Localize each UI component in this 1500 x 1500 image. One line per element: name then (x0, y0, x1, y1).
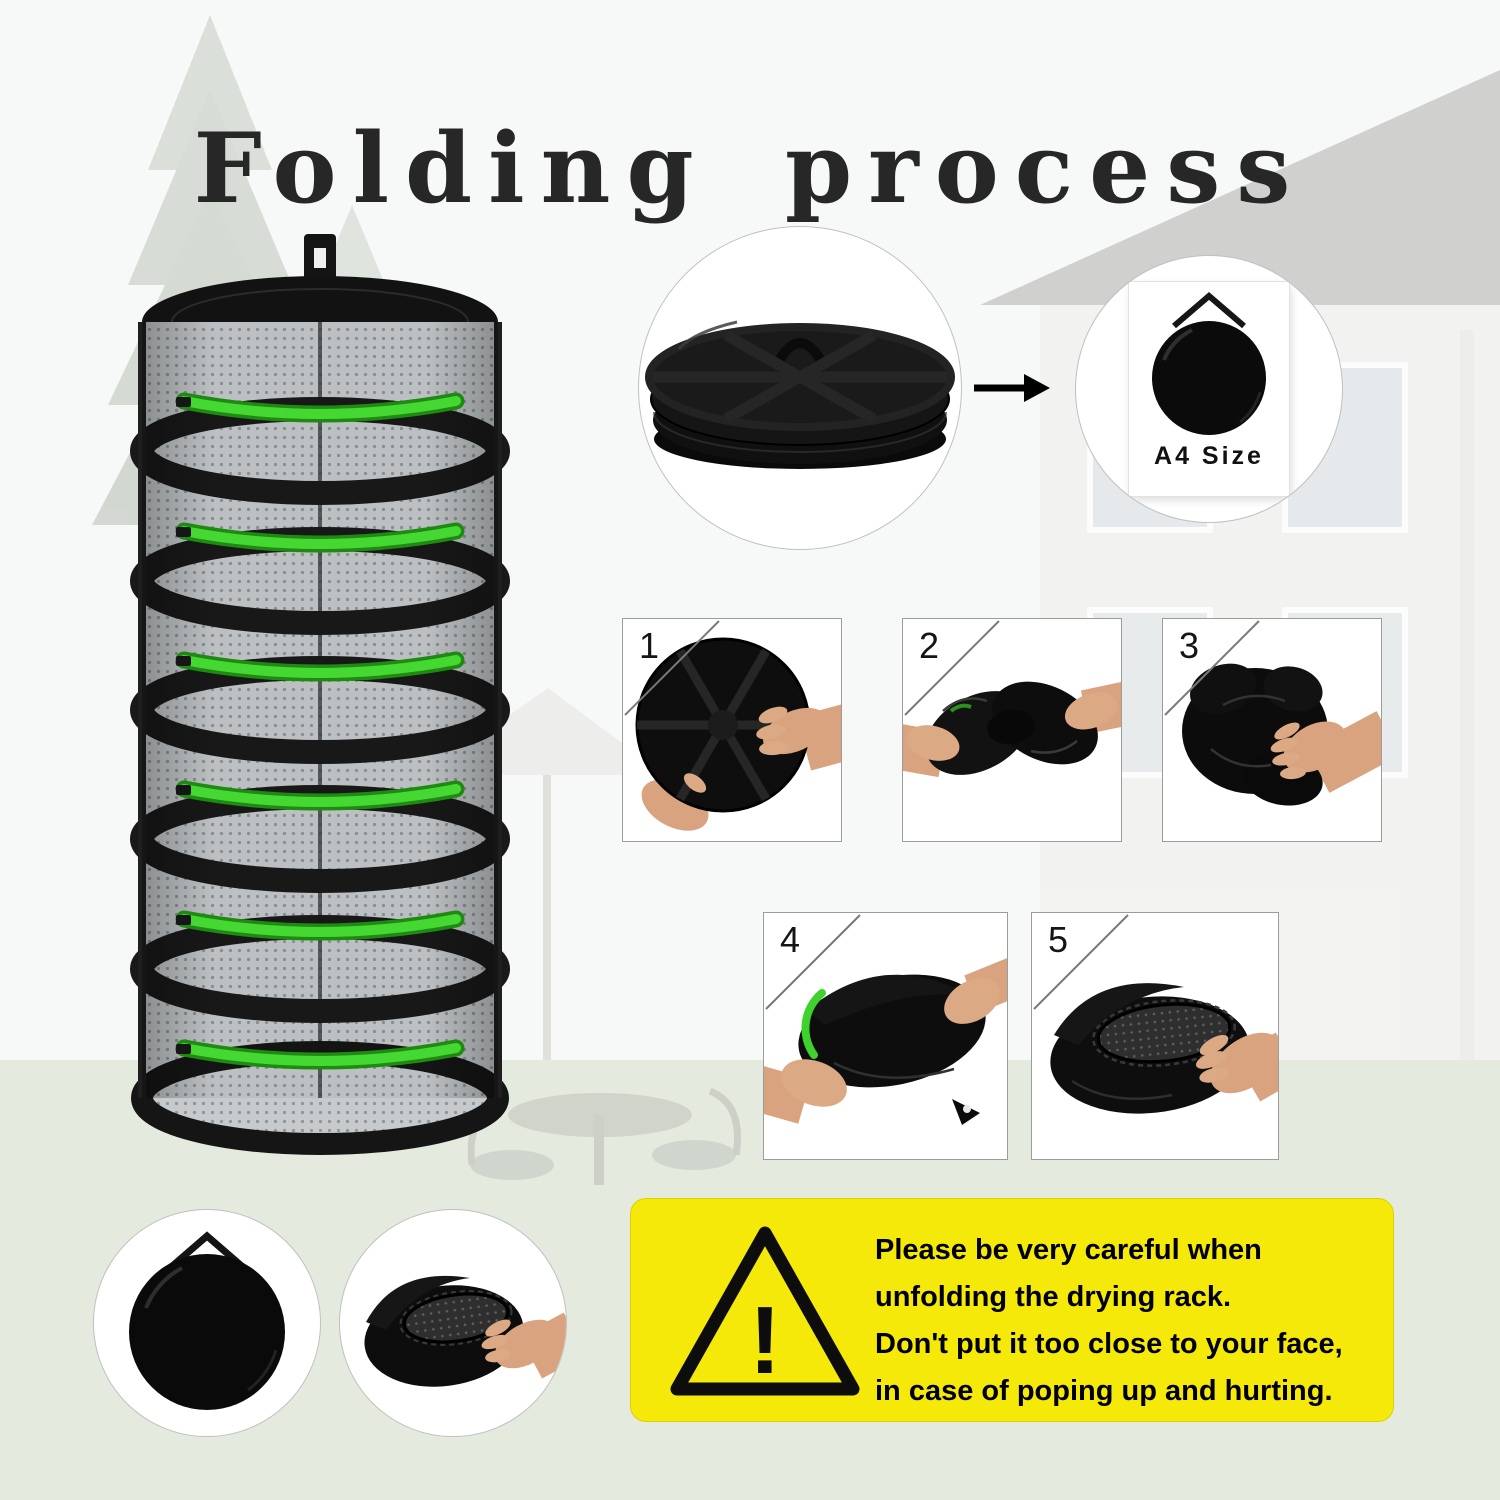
step-3-photo (1182, 663, 1381, 806)
page-title: Folding process (193, 112, 1307, 226)
step-5-photo (1050, 983, 1278, 1114)
folding-step-1: 1 (622, 618, 842, 842)
step-number: 2 (919, 625, 940, 666)
warning-line-1: Please be very careful when unfolding th… (875, 1234, 1262, 1313)
exclamation-mark: ! (749, 1287, 781, 1394)
arrow-right-icon (972, 368, 1052, 408)
a4-size-inset: A4 Size (1075, 255, 1343, 523)
drying-rack-photo (118, 226, 522, 1170)
corner-diagonal (1033, 914, 1129, 1010)
step-4-photo (764, 957, 1007, 1125)
a4-card: A4 Size (1129, 282, 1289, 496)
warning-line-2: Don't put it too close to your face, in … (875, 1327, 1343, 1407)
warning-box: ! Please be very careful when unfolding … (630, 1198, 1394, 1422)
step-number: 1 (639, 625, 660, 666)
green-zippers (175, 392, 465, 1070)
warning-triangle-icon: ! (670, 1226, 860, 1396)
folding-step-5: 5 (1031, 912, 1279, 1160)
step-2-photo (903, 680, 1121, 778)
storage-bag-inset (93, 1209, 321, 1437)
corner-diagonal (624, 620, 720, 716)
folding-step-4: 4 (763, 912, 1008, 1160)
corner-diagonal (904, 620, 1000, 716)
folded-disc-inset (638, 226, 962, 550)
corner-diagonal (1164, 620, 1260, 716)
warning-text: Please be very careful when unfolding th… (875, 1227, 1371, 1415)
folding-step-3: 3 (1162, 618, 1382, 842)
storage-bag-illustration (129, 1231, 285, 1410)
folded-disc-illustration (645, 320, 955, 469)
storage-bag-illustration (1152, 292, 1266, 435)
step-number: 5 (1048, 919, 1069, 960)
corner-diagonal (765, 914, 861, 1010)
a4-size-label: A4 Size (1154, 442, 1264, 470)
step-number: 3 (1179, 625, 1200, 666)
step-1-photo (635, 637, 841, 831)
folding-step-2: 2 (902, 618, 1122, 842)
step-number: 4 (780, 919, 801, 960)
packing-bag-illustration (364, 1275, 566, 1387)
packing-bag-inset (339, 1209, 567, 1437)
